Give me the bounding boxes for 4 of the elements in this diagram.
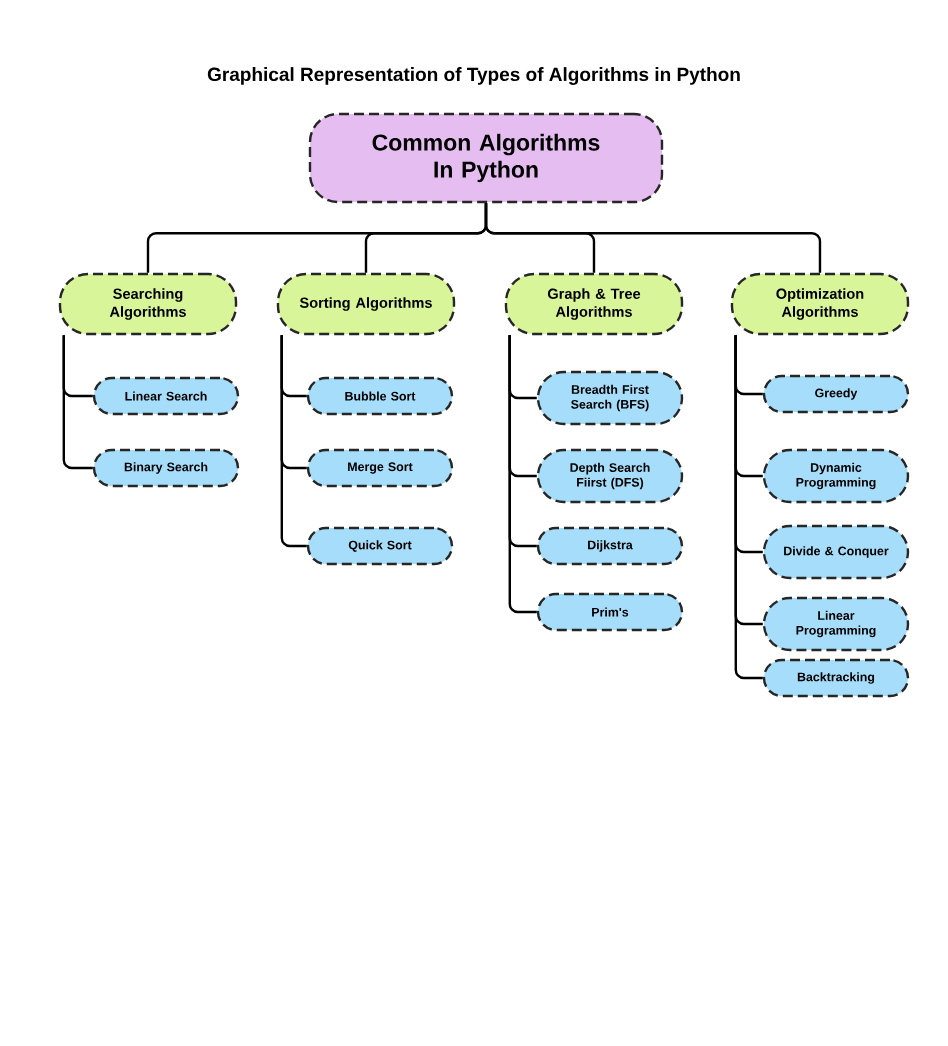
root-box: Common Algorithms In Python [308, 112, 664, 204]
title: Graphical Representation of Types of Algorithms in Python [207, 67, 740, 85]
connector [62, 335, 93, 470]
connector [484, 203, 822, 273]
